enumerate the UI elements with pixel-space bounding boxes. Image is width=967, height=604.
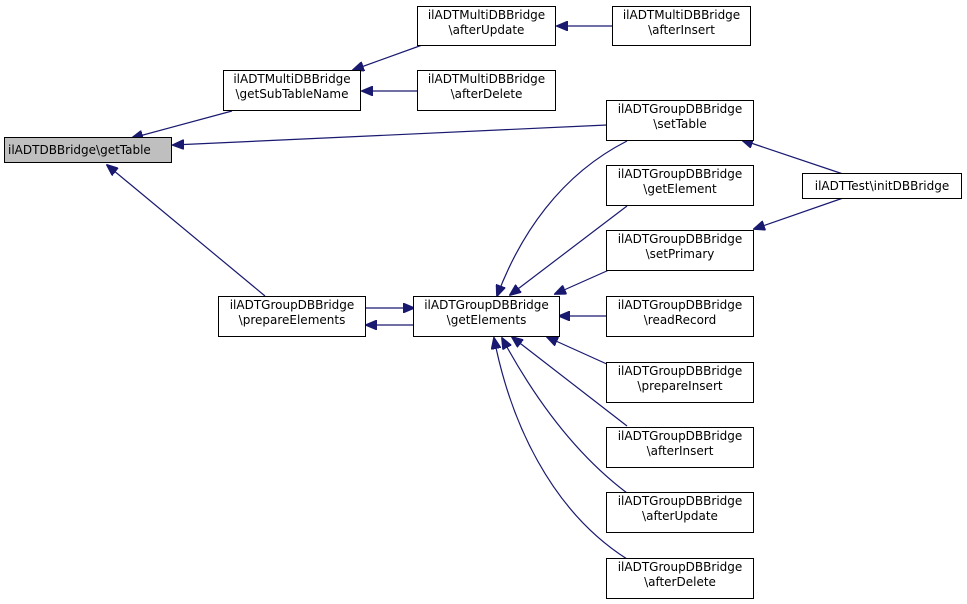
node-label-line1: ilADTMultiDBBridge [427, 8, 546, 22]
node-groupdbbridge-afterupdate[interactable]: ilADTGroupDBBridge \afterUpdate [606, 492, 754, 533]
node-groupdbbridge-getelements[interactable]: ilADTGroupDBBridge \getElements [413, 296, 560, 337]
node-multidbbridge-afterdelete[interactable]: ilADTMultiDBBridge \afterDelete [417, 70, 556, 111]
node-label-line1: ilADTGroupDBBridge [617, 560, 743, 574]
node-label-line2: \getElement [643, 182, 717, 196]
node-label-line1: ilADTGroupDBBridge [617, 429, 743, 443]
node-label-line2: \afterUpdate [642, 509, 718, 523]
node-adttest-initdbbridge[interactable]: ilADTTest\initDBBridge [802, 173, 962, 199]
node-adtdbbridge-gettable: ilADTDBBridge\getTable [4, 137, 172, 163]
node-label-line1: ilADTMultiDBBridge [427, 72, 546, 86]
edge-prepareelements-to-gettable [107, 165, 266, 297]
node-label-line1: ilADTMultiDBBridge [622, 8, 741, 22]
node-label-line1: ilADTGroupDBBridge [229, 298, 355, 312]
node-label-line2: \setPrimary [645, 247, 715, 261]
edge-multi-afterupdate-to-getsubtablename [353, 43, 426, 70]
node-label-line2: \readRecord [643, 313, 717, 327]
edge-setprimary-to-getelements [555, 269, 610, 294]
node-groupdbbridge-readrecord[interactable]: ilADTGroupDBBridge \readRecord [606, 296, 754, 337]
node-label-line1: ilADTMultiDBBridge [233, 72, 351, 86]
node-label-line2: \prepareElements [238, 313, 346, 327]
node-label-line2: \afterDelete [450, 87, 523, 101]
node-groupdbbridge-afterdelete[interactable]: ilADTGroupDBBridge \afterDelete [606, 558, 754, 599]
node-groupdbbridge-getelement[interactable]: ilADTGroupDBBridge \getElement [606, 165, 754, 206]
node-label-line2: \getElements [446, 313, 527, 327]
node-multidbbridge-afterinsert[interactable]: ilADTMultiDBBridge \afterInsert [612, 6, 751, 46]
node-groupdbbridge-setprimary[interactable]: ilADTGroupDBBridge \setPrimary [606, 230, 754, 271]
node-label-line1: ilADTGroupDBBridge [617, 102, 743, 116]
node-label-line2: \setTable [653, 117, 707, 131]
node-label-line1: ilADTGroupDBBridge [617, 167, 743, 181]
node-label-line1: ilADTDBBridge\getTable [8, 143, 151, 157]
edge-prepareinsert-to-getelements [547, 337, 610, 366]
node-groupdbbridge-settable[interactable]: ilADTGroupDBBridge \setTable [606, 100, 754, 141]
node-label-line2: \getSubTableName [235, 87, 349, 101]
node-label-line1: ilADTGroupDBBridge [617, 232, 743, 246]
edge-afterupdate-to-getelements [502, 338, 628, 494]
node-groupdbbridge-prepareinsert[interactable]: ilADTGroupDBBridge \prepareInsert [606, 362, 754, 403]
node-label-line2: \afterUpdate [448, 23, 525, 37]
edge-initdbbridge-to-settable [742, 140, 847, 176]
edge-settable-to-gettable [173, 124, 608, 145]
node-groupdbbridge-afterinsert[interactable]: ilADTGroupDBBridge \afterInsert [606, 427, 754, 468]
node-label-line1: ilADTGroupDBBridge [617, 364, 743, 378]
node-label-line1: ilADTGroupDBBridge [617, 298, 743, 312]
node-label-line1: ilADTGroupDBBridge [424, 298, 549, 312]
node-label-line1: ilADTTest\initDBBridge [814, 179, 950, 193]
edge-getelement-to-getelements [510, 205, 628, 295]
edge-initdbbridge-to-setprimary [754, 196, 847, 229]
node-multidbbridge-getsubtablename[interactable]: ilADTMultiDBBridge \getSubTableName [223, 70, 361, 111]
node-groupdbbridge-prepareelements[interactable]: ilADTGroupDBBridge \prepareElements [218, 296, 366, 337]
node-label-line2: \prepareInsert [637, 379, 723, 393]
edge-afterinsert-to-getelements [512, 337, 628, 427]
node-label-line2: \afterInsert [646, 444, 714, 458]
edge-getsubtablename-to-gettable [132, 110, 233, 138]
edge-afterdelete-to-getelements [494, 338, 628, 560]
node-label-line2: \afterDelete [644, 575, 716, 589]
node-label-line1: ilADTGroupDBBridge [617, 494, 743, 508]
node-label-line2: \afterInsert [648, 23, 715, 37]
edge-settable-to-getelements [497, 140, 628, 296]
node-multidbbridge-afterupdate[interactable]: ilADTMultiDBBridge \afterUpdate [417, 6, 556, 46]
